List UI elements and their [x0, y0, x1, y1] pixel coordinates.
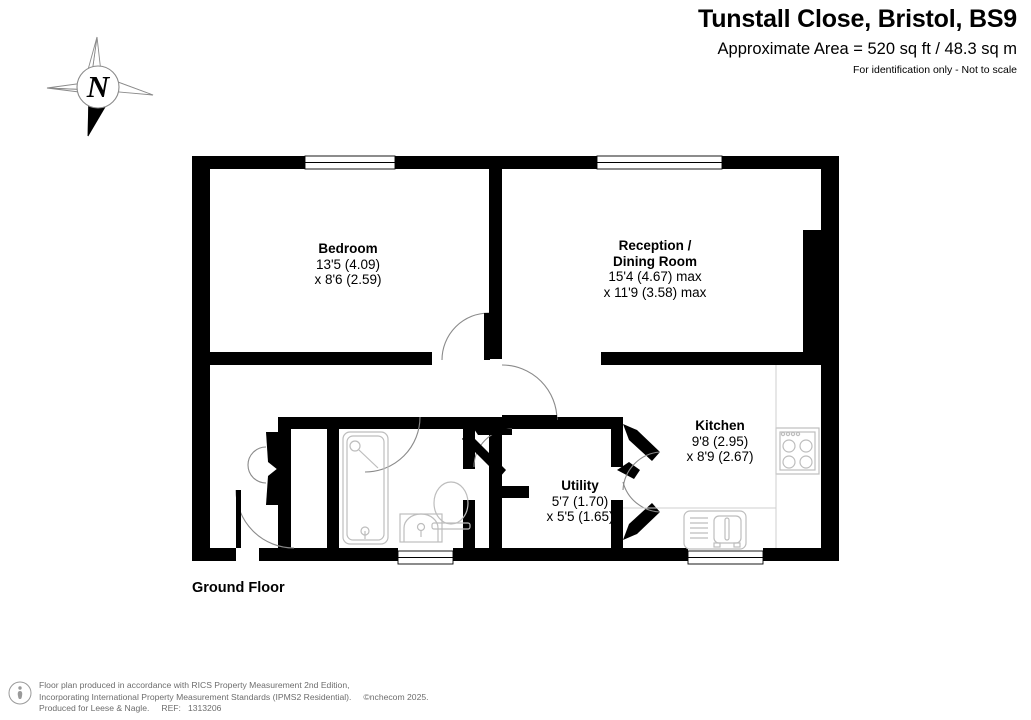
walls [192, 156, 839, 561]
footer-line-2: Incorporating International Property Mea… [39, 692, 429, 704]
room-name-utility: Utility [561, 478, 599, 493]
footer-ref-label: REF: [161, 703, 181, 714]
room-label-kitchen: Kitchen 9'8 (2.95) x 8'9 (2.67) [630, 418, 810, 465]
approximate-area: Approximate Area = 520 sq ft / 48.3 sq m [717, 40, 1017, 58]
room-dim1-bedroom: 13'5 (4.09) [315, 256, 381, 272]
identification-note: For identification only - Not to scale [853, 64, 1017, 76]
footer-line-3: Produced for Leese & Nagle. REF: 1313206 [39, 703, 429, 715]
information-icon [8, 681, 32, 705]
footer-copyright: ©n [363, 691, 375, 702]
room-label-bedroom: Bedroom 13'5 (4.09) x 8'6 (2.59) [248, 241, 448, 288]
room-name-reception-line1: Reception / [618, 238, 692, 253]
toilet-icon [431, 481, 471, 530]
room-dim1-reception: 15'4 (4.67) max [608, 269, 702, 284]
kitchen-sink-icon [683, 510, 747, 550]
room-dim2-reception: x 11'9 (3.58) max [603, 284, 707, 300]
footer-ref-value: 1313206 [187, 703, 222, 714]
footer-line-2a: Incorporating International Property Mea… [39, 691, 352, 702]
room-dim2-bedroom: x 8'6 (2.59) [314, 272, 382, 287]
room-name-kitchen: Kitchen [695, 418, 745, 433]
page-title: Tunstall Close, Bristol, BS9 [698, 5, 1017, 33]
room-label-utility: Utility 5'7 (1.70) x 5'5 (1.65) [490, 478, 670, 525]
door-leaves [236, 313, 557, 548]
footer-produced-for: Produced for Leese & Nagle. [39, 703, 150, 714]
kitchen-worktop [623, 365, 777, 548]
room-dim2-utility: x 5'5 (1.65) [546, 509, 614, 524]
compass-north-label: N [86, 69, 111, 104]
footer-text: Floor plan produced in accordance with R… [39, 680, 429, 715]
header: Tunstall Close, Bristol, BS9 Approximate… [698, 4, 1017, 77]
room-dim2-kitchen: x 8'9 (2.67) [686, 449, 754, 464]
bathtub-icon [342, 431, 389, 545]
door-leaf-angled [462, 429, 512, 477]
room-name-reception-line2: Dining Room [613, 253, 697, 269]
floor-label: Ground Floor [192, 580, 285, 596]
cooker-hob-icon [775, 427, 820, 475]
room-name-bedroom: Bedroom [318, 241, 378, 256]
footer: Floor plan produced in accordance with R… [8, 680, 429, 715]
room-dim1-utility: 5'7 (1.70) [551, 493, 609, 509]
room-label-reception: Reception / Dining Room 15'4 (4.67) max … [555, 238, 755, 300]
room-dim1-kitchen: 9'8 (2.95) [691, 433, 749, 449]
compass-rose-icon: N [45, 33, 157, 141]
footer-line-1: Floor plan produced in accordance with R… [39, 680, 350, 690]
wash-basin-icon [399, 513, 443, 543]
footer-brand: checom 2025. [374, 691, 429, 702]
